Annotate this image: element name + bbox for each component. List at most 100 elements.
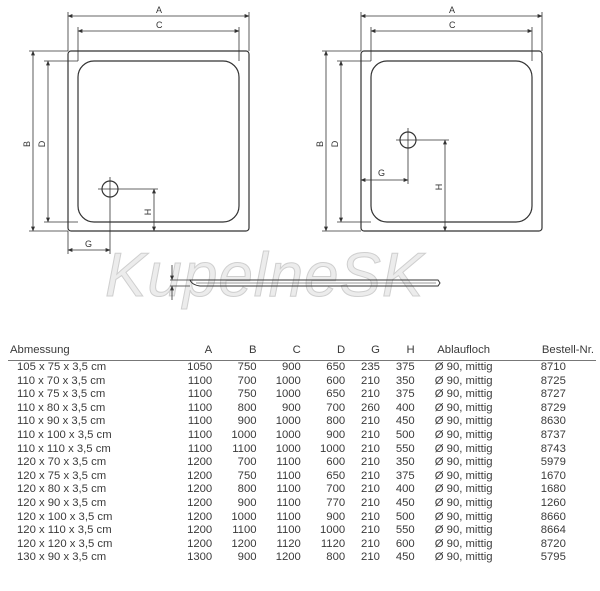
svg-text:C: C — [449, 20, 456, 30]
table-cell: 8720 — [540, 537, 566, 550]
table-cell: 750 — [237, 388, 257, 401]
table-cell: 400 — [395, 401, 415, 414]
table-cell: 900 — [237, 551, 257, 564]
table-cell: 1000 — [275, 374, 301, 387]
table-cell: 1100 — [187, 388, 213, 401]
table-cell: 650 — [326, 469, 346, 482]
table-cell: 1200 — [187, 537, 213, 550]
svg-text:A: A — [449, 5, 455, 15]
table-cell: 110 x 90 x 3,5 cm — [17, 415, 106, 428]
table-cell: 1100 — [276, 456, 301, 469]
table-cell: 120 x 75 x 3,5 cm — [17, 469, 107, 482]
col-g: G — [347, 343, 382, 361]
table-cell: 900 — [326, 428, 346, 441]
col-d: D — [302, 343, 348, 361]
col-abmessung: Abmessung — [8, 343, 170, 361]
svg-text:A: A — [156, 5, 162, 15]
table-cell: 1000 — [275, 415, 301, 428]
table-cell: 500 — [395, 428, 415, 441]
table-cell: 800 — [237, 401, 257, 414]
top-view-center-drain — [322, 12, 543, 232]
table-cell: 8710 — [540, 361, 566, 373]
table-cell: 120 x 70 x 3,5 cm — [17, 456, 107, 469]
table-cell: 210 — [361, 442, 380, 455]
svg-text:C: C — [156, 20, 163, 30]
table-cell: 210 — [361, 537, 380, 550]
table-cell: 1100 — [187, 401, 213, 414]
table-cell: 110 x 80 x 3,5 cm — [17, 401, 106, 414]
table-cell: 8727 — [540, 388, 566, 401]
table-cell: 1000 — [320, 524, 346, 537]
table-cell: 1000 — [275, 442, 301, 455]
table-cell: 700 — [237, 374, 257, 387]
table-cell: 375 — [395, 361, 415, 373]
table-cell: 210 — [361, 428, 380, 441]
table-cell: Ø 90, mittig — [434, 415, 493, 428]
top-view-corner-drain — [29, 12, 250, 254]
table-cell: 235 — [361, 361, 380, 373]
col-h: H — [381, 343, 417, 361]
col-a: A — [169, 343, 215, 361]
table-cell: 700 — [326, 483, 346, 496]
table-cell: 130 x 90 x 3,5 cm — [17, 551, 107, 564]
table-cell: 1200 — [231, 537, 257, 550]
table-cell: 1120 — [276, 537, 301, 550]
table-cell: 260 — [361, 401, 380, 414]
table-cell: 1100 — [276, 469, 301, 482]
table-cell: 8660 — [540, 510, 566, 523]
top-view-corner-drain-labels: A C B D G H — [22, 5, 163, 249]
table-cell: 650 — [326, 388, 346, 401]
side-profile-view — [170, 265, 441, 300]
table-cell: 800 — [326, 551, 346, 564]
table-cell: 900 — [237, 496, 257, 509]
table-cell: 120 x 120 x 3,5 cm — [17, 537, 113, 550]
table-cell: Ø 90, mittig — [434, 469, 493, 482]
table-cell: 105 x 75 x 3,5 cm — [17, 361, 107, 373]
table-cell: 750 — [237, 469, 257, 482]
table-cell: 600 — [395, 537, 415, 550]
table-cell: 600 — [326, 456, 346, 469]
table-cell: 1670 — [540, 469, 566, 482]
table-cell: 800 — [237, 483, 257, 496]
table-cell: Ø 90, mittig — [434, 456, 493, 469]
table-cell: 5979 — [540, 456, 566, 469]
svg-text:B: B — [22, 141, 32, 147]
table-cell: 1200 — [187, 510, 213, 523]
table-cell: 1100 — [276, 524, 301, 537]
table-cell: 1680 — [540, 483, 566, 496]
table-cell: 210 — [361, 524, 380, 537]
table-cell: 210 — [361, 483, 380, 496]
table-cell: Ø 90, mittig — [434, 428, 493, 441]
table-cell: 700 — [326, 401, 346, 414]
table-cell: 450 — [395, 551, 415, 564]
table-cell: 800 — [326, 415, 346, 428]
table-cell: 900 — [237, 415, 257, 428]
table-cell: 1200 — [187, 496, 213, 509]
table-cell: 1100 — [232, 524, 257, 537]
svg-text:D: D — [330, 140, 340, 147]
table-cell: 650 — [326, 361, 346, 373]
table-cell: 900 — [281, 401, 301, 414]
table-cell: Ø 90, mittig — [434, 496, 493, 509]
table-cell: 450 — [395, 415, 415, 428]
col-c: C — [258, 343, 303, 361]
table-cell: 400 — [395, 483, 415, 496]
table-cell: 1120 — [320, 537, 346, 550]
table-header-row: Abmessung A B C D G H Ablaufloch Bestell… — [8, 343, 596, 361]
table-cell: Ø 90, mittig — [434, 442, 493, 455]
table-cell: 120 x 100 x 3,5 cm — [17, 510, 113, 523]
watermark: KupelneSK — [104, 241, 425, 311]
table-cell: 1000 — [275, 388, 301, 401]
table-cell: 750 — [237, 361, 257, 373]
table-cell: Ø 90, mittig — [434, 483, 493, 496]
table-cell: 1100 — [187, 442, 213, 455]
table-cell: Ø 90, mittig — [434, 361, 493, 373]
